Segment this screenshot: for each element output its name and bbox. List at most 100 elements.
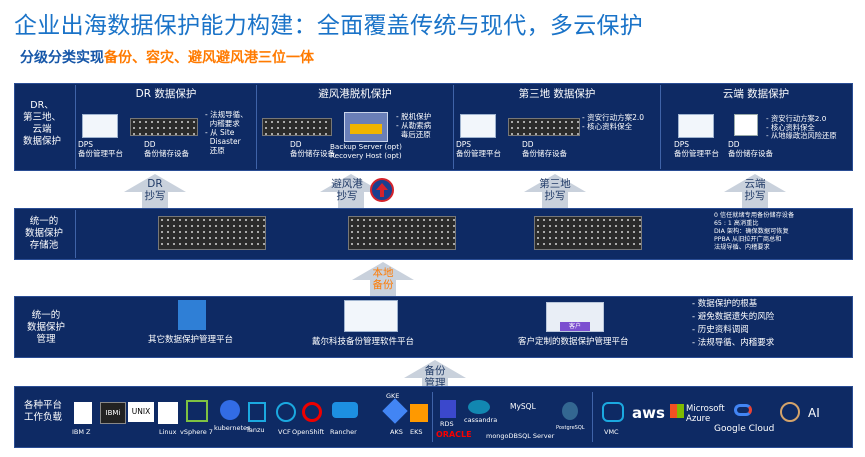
other-platform-label: 其它数据保护管理平台 [148, 335, 234, 345]
dps-label: DPS 备份管理平台 [78, 140, 123, 158]
openshift-logo-icon [302, 402, 322, 422]
subtitle-part1: 分级分类实现 [20, 50, 104, 66]
row-storage-divider [75, 210, 76, 258]
dr-protection-header: DR 数据保护 [135, 88, 197, 100]
cloud-copy-arrow [724, 174, 786, 208]
ibmz-label: IBM Z [72, 428, 91, 436]
dps-screen-icon [82, 114, 118, 138]
row-dr-divider [256, 85, 257, 169]
openshift-label: OpenShift [292, 428, 325, 436]
vault-bullets: - 脱机保护 - 从勒索病 毒后还原 [396, 112, 432, 139]
row-dr-divider [660, 85, 661, 169]
cloud-protection-header: 云端 数据保护 [722, 88, 790, 100]
third-copy-arrow [524, 174, 586, 208]
dd-appliance-icon [534, 216, 642, 250]
gke-logo-icon [382, 398, 408, 424]
page-subtitle: 分级分类实现备份、容灾、避风避风港三位一体 [20, 47, 314, 67]
mongodb-label: mongoDB [486, 432, 518, 440]
logo-strip: IBM Z IBMi UNIX Linux vSphere 7 kubernet… [70, 390, 850, 446]
vsphere-logo-icon [186, 400, 208, 422]
cloud-cube-icon [734, 114, 758, 136]
row-dr-label: DR、 第三地、 云端 数据保护 [22, 100, 61, 147]
azure-logo-icon [670, 404, 684, 418]
dd-server-icon [508, 118, 580, 136]
cyber-vault-icon [350, 124, 382, 134]
linux-label: Linux [159, 428, 177, 436]
aks-label: AKS [390, 428, 403, 436]
dd-server-icon [262, 118, 332, 136]
cloud-dps-label: DPS 备份管理平台 [674, 140, 719, 158]
dr-copy-arrow [124, 174, 186, 208]
ai-brain-icon [780, 402, 800, 422]
vault-protection-header: 避风港脱机保护 [318, 88, 392, 100]
rancher-logo-icon [332, 402, 358, 418]
backup-management-arrow [404, 360, 466, 394]
storage-bullets: 0 信任就绪专用备份储存设备 65 : 1 高消重比 DIA 架构：确保数据可恢… [714, 212, 794, 252]
row-storage-label: 统一的 数据保护 存储池 [24, 216, 63, 251]
dd-appliance-icon [348, 216, 456, 250]
ai-label: AI [808, 406, 820, 420]
custom-platform-label: 客户定制的数据保护管理平台 [518, 337, 629, 347]
rds-logo-icon [440, 400, 456, 418]
vsphere-label: vSphere 7 [180, 428, 213, 436]
row-workloads-divider [592, 392, 593, 442]
dell-platform-label: 戴尔科技备份管理软件平台 [312, 337, 415, 347]
backup-server-label: Backup Server (opt) Recovery Host (opt) [330, 142, 402, 160]
azure-logo-text: Microsoft Azure [686, 404, 725, 424]
aws-logo-text: aws [632, 404, 665, 422]
dps-screen-icon [678, 114, 714, 138]
rds-label: RDS [440, 420, 454, 428]
dd-appliance-icon [158, 216, 266, 250]
row-workloads-divider [432, 392, 433, 442]
subtitle-part2: 备份、容灾、避风避风港三位一体 [104, 50, 314, 66]
kubernetes-logo-icon [220, 400, 240, 420]
page-title: 企业出海数据保护能力构建：全面覆盖传统与现代，多云保护 [14, 13, 644, 39]
cassandra-logo-icon [468, 400, 490, 414]
third-dps-label: DPS 备份管理平台 [456, 140, 501, 158]
vmc-label: VMC [604, 428, 619, 436]
tanzu-label: Tanzu [246, 426, 265, 434]
vault-copy-label: 避风港 抄写 [331, 178, 363, 202]
building-icon [178, 300, 206, 330]
postgresql-logo-icon [562, 402, 578, 420]
local-backup-label: 本地 备份 [372, 267, 394, 291]
eks-logo-icon [410, 404, 428, 422]
gke-label: GKE [386, 392, 400, 400]
dps-screen-icon [460, 114, 496, 138]
dd-server-icon [130, 118, 198, 136]
cassandra-label: cassandra [464, 416, 498, 424]
ibmi-logo-icon: IBMi [100, 402, 126, 424]
row-dr-divider [453, 85, 454, 169]
third-site-header: 第三地 数据保护 [518, 88, 596, 100]
air-gap-arrow-icon [376, 183, 388, 197]
google-cloud-label: Google Cloud [714, 424, 775, 434]
dr-bullets: - 法规导循、 内稽要求 - 从 Site Disaster 还原 [205, 110, 248, 155]
postgresql-label: PostgreSQL [556, 425, 585, 431]
row-dr-divider [75, 85, 76, 169]
dr-copy-label: DR 抄写 [144, 178, 166, 202]
kubernetes-label: kubernetes [214, 424, 251, 432]
mysql-logo-text: MySQL [510, 402, 536, 411]
linux-logo-icon [158, 402, 178, 424]
row-management-band [14, 296, 853, 358]
unix-logo-icon: UNIX [128, 402, 154, 422]
eks-label: EKS [410, 428, 423, 436]
oracle-logo-text: ORACLE [436, 430, 472, 439]
cloud-bullets: - 资安行动方案2.0 - 核心资料保全 - 从地缘政治风险还原 [766, 114, 837, 141]
third-bullets: - 资安行动方案2.0 - 核心资料保全 [582, 113, 645, 131]
cloud-dd-label: DD 备份储存设备 [728, 140, 773, 158]
row-workloads-label: 各种平台 工作负载 [23, 400, 62, 423]
custom-tag-text: 客户 [568, 323, 581, 330]
dd-label: DD 备份储存设备 [144, 140, 189, 158]
third-dd-label: DD 备份储存设备 [522, 140, 567, 158]
sqlserver-label: SQL Server [518, 432, 555, 440]
custom-tag: 客户 [560, 322, 590, 331]
cloud-copy-label: 云端 抄写 [744, 178, 766, 202]
ibmz-logo-icon [74, 402, 92, 424]
google-cloud-logo-icon [734, 404, 752, 416]
row-management-label: 统一的 数据保护 管理 [26, 310, 65, 345]
third-copy-label: 第三地 抄写 [539, 178, 571, 202]
management-bullets: - 数据保护的根基 - 避免数据遗失的风险 - 历史资料调阅 - 法规导循、内稽… [692, 299, 775, 348]
tanzu-logo-icon [248, 402, 266, 422]
vcf-label: VCF [278, 428, 291, 436]
